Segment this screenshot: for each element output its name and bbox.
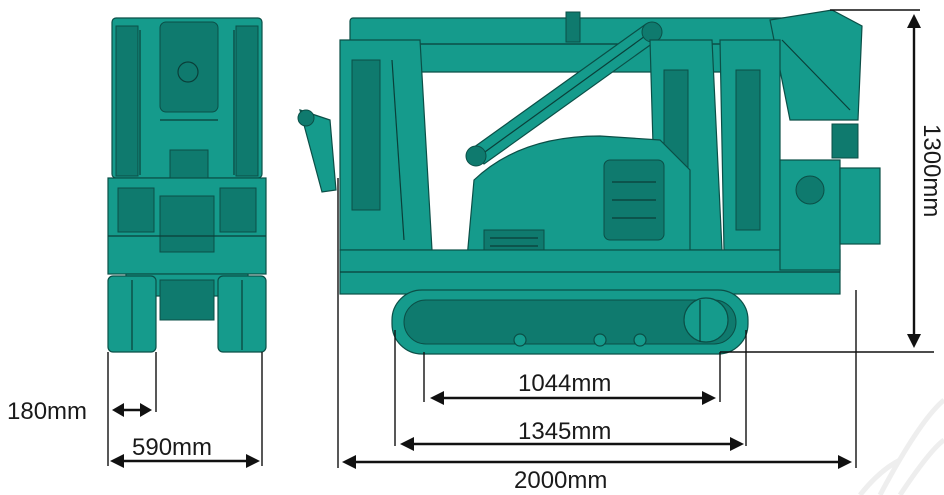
watermark xyxy=(858,398,944,495)
height-arrow xyxy=(907,14,921,348)
overall-length-label: 2000mm xyxy=(514,467,607,494)
track-width-label: 180mm xyxy=(7,398,87,425)
overall-width-label: 590mm xyxy=(132,434,212,461)
tumbler-distance-label: 1044mm xyxy=(518,370,611,397)
overall-width-arrow xyxy=(110,454,260,468)
side-view-machine xyxy=(297,9,881,355)
height-label: 1300mm xyxy=(918,124,944,217)
side-dimension-lines xyxy=(337,9,934,468)
track-length-label: 1345mm xyxy=(518,418,611,445)
front-view-machine xyxy=(107,17,267,353)
track-width-arrow xyxy=(112,403,152,417)
front-dimension-lines xyxy=(107,352,263,466)
overall-length-arrow xyxy=(342,455,852,469)
tumbler-distance-arrow xyxy=(430,391,716,405)
track-length-arrow xyxy=(400,437,744,451)
